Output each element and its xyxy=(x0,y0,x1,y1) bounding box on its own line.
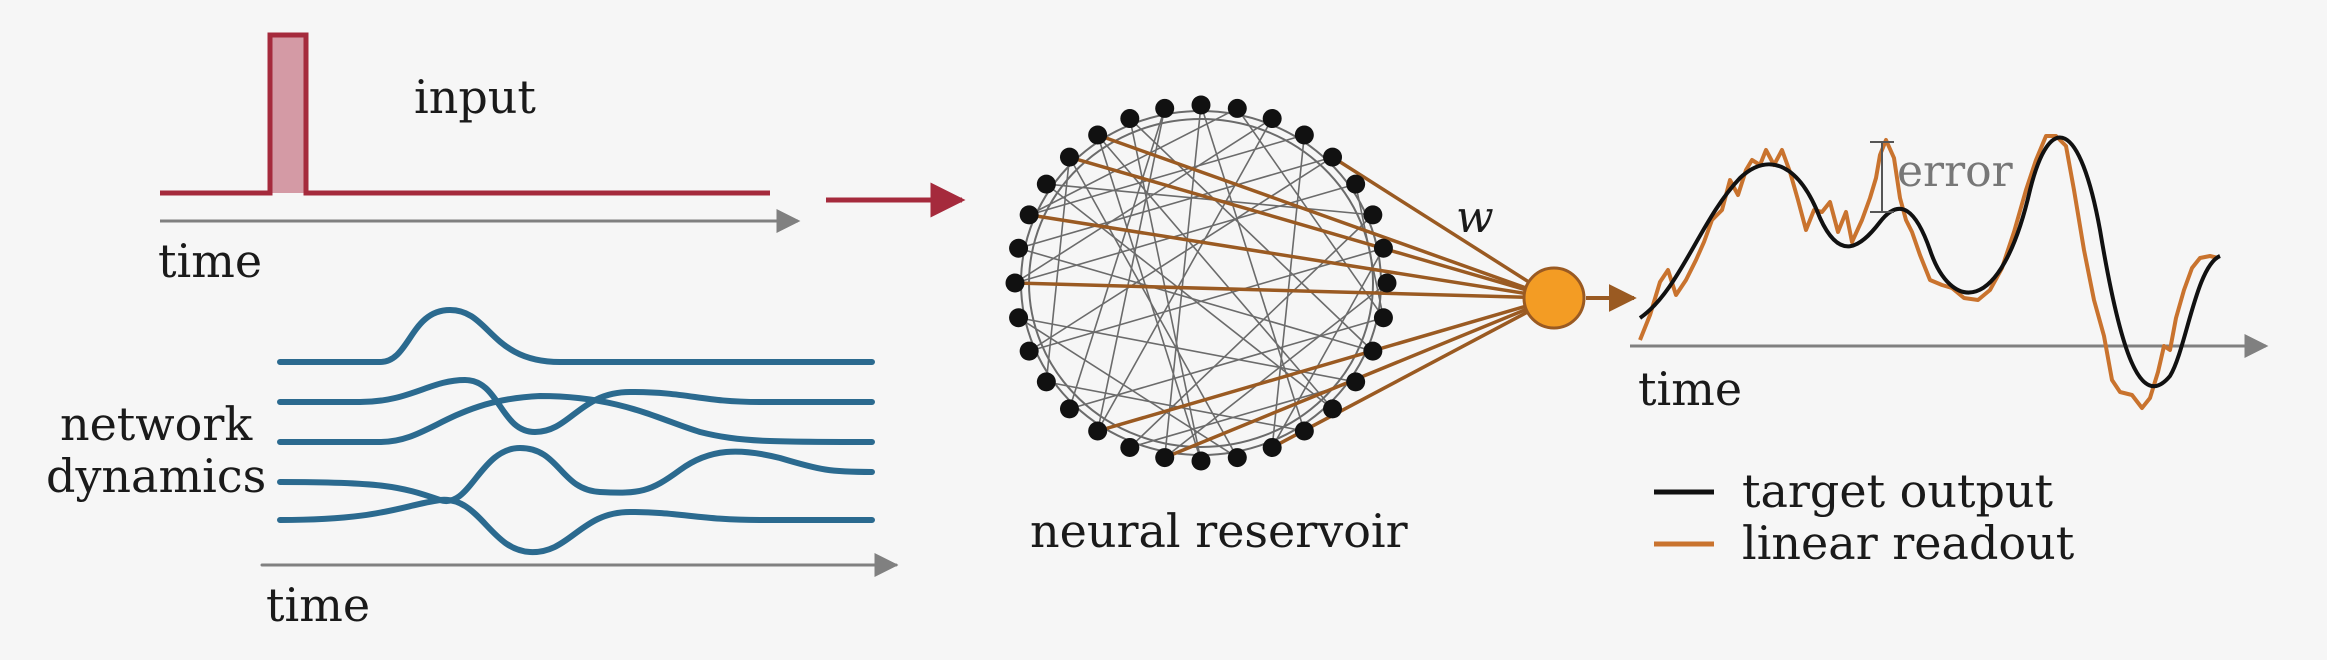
dynamics-trace xyxy=(277,392,875,445)
reservoir-neuron xyxy=(1019,341,1039,361)
neural-reservoir xyxy=(1005,95,1555,471)
dynamics-trace xyxy=(277,496,875,556)
reservoir-neuron xyxy=(1363,341,1383,361)
reservoir-edge xyxy=(1096,108,1166,432)
reservoir-neuron xyxy=(1088,421,1108,441)
reservoir-neuron xyxy=(1059,399,1079,419)
reservoir-neuron xyxy=(1377,273,1397,293)
legend-label-linear-readout: linear readout xyxy=(1742,516,2075,570)
reservoir-neuron xyxy=(1155,448,1175,468)
reservoir-neuron xyxy=(1346,174,1366,194)
reservoir-neuron xyxy=(1120,109,1140,129)
reservoir-neuron xyxy=(1191,95,1211,115)
readout-weight-edges xyxy=(1014,133,1555,460)
readout-edge xyxy=(1068,155,1555,300)
reservoir-neuron xyxy=(1120,437,1140,457)
time-label-top: time xyxy=(158,234,263,288)
reservoir-edge xyxy=(1028,134,1305,216)
dynamics-trace xyxy=(277,444,875,505)
reservoir-edge xyxy=(1018,156,1333,250)
reservoir-neuron xyxy=(1036,372,1056,392)
reservoir-edge xyxy=(1014,117,1273,284)
reservoir-edge xyxy=(1129,117,1374,352)
reservoir-edge xyxy=(1028,247,1384,352)
reservoir-edge xyxy=(1068,108,1166,410)
input-signal-line xyxy=(160,32,770,196)
dynamics-trace xyxy=(277,376,875,436)
time-label-bottom: time xyxy=(266,578,371,632)
reservoir-neurons xyxy=(1005,95,1397,471)
reservoir-neuron xyxy=(1009,308,1029,328)
output-panel xyxy=(1630,134,2269,547)
network-dynamics-panel xyxy=(260,306,899,577)
neural-reservoir-label: neural reservoir xyxy=(1030,504,1408,558)
reservoir-neuron xyxy=(1373,238,1393,258)
reservoir-edge xyxy=(1045,183,1334,410)
time-label-right: time xyxy=(1638,362,1743,416)
reservoir-neuron xyxy=(1227,98,1247,118)
reservoir-neuron xyxy=(1019,205,1039,225)
reservoir-neuron xyxy=(1323,147,1343,167)
reservoir-neuron xyxy=(1363,205,1383,225)
reservoir-edge xyxy=(1271,247,1385,448)
reservoir-neuron xyxy=(1088,125,1108,145)
readout-weight-label: w xyxy=(1456,192,1494,243)
reservoir-neuron xyxy=(1294,421,1314,441)
reservoir-edge xyxy=(1018,317,1238,459)
legend-label-target-output: target output xyxy=(1742,464,2054,518)
reservoir-edge xyxy=(1069,316,1384,410)
readout-edge xyxy=(1014,281,1555,300)
input-label: input xyxy=(414,70,536,124)
reservoir-edge xyxy=(1354,183,1385,318)
input-pulse-fill xyxy=(270,35,306,193)
reservoir-neuron xyxy=(1262,109,1282,129)
output-neuron xyxy=(1522,266,1586,330)
reservoir-neuron xyxy=(1227,448,1247,468)
reservoir-neuron xyxy=(1009,238,1029,258)
readout-edge xyxy=(1028,213,1555,300)
network-dynamics-label: network dynamics xyxy=(46,397,267,503)
reservoir-neuron xyxy=(1323,399,1343,419)
reservoir-edge xyxy=(1014,183,1356,284)
reservoir-neuron xyxy=(1294,125,1314,145)
reservoir-neuron xyxy=(1262,437,1282,457)
reservoir-neuron xyxy=(1373,308,1393,328)
reservoir-neuron xyxy=(1155,98,1175,118)
readout-edge xyxy=(1097,296,1555,433)
error-marker xyxy=(1870,141,1894,213)
target-output-curve xyxy=(1638,135,2222,389)
reservoir-edge xyxy=(1163,104,1202,458)
reservoir-edge xyxy=(1236,107,1385,319)
reservoir-edge xyxy=(1096,118,1273,432)
input-panel xyxy=(160,32,801,233)
reservoir-neuron xyxy=(1191,451,1211,471)
readout-edge xyxy=(1271,296,1555,449)
readout-edge xyxy=(1331,155,1555,300)
reservoir-neuron xyxy=(1005,273,1025,293)
reservoir-neuron xyxy=(1059,147,1079,167)
reservoir-edge xyxy=(1097,134,1334,410)
reservoir-ring-edge xyxy=(1028,118,1374,448)
reservoir-edge xyxy=(1068,156,1238,458)
dynamics-trace xyxy=(277,306,875,365)
error-label: error xyxy=(1897,146,2013,197)
reservoir-neuron xyxy=(1346,372,1366,392)
reservoir-neuron xyxy=(1036,174,1056,194)
reservoir-edge xyxy=(1046,381,1305,432)
reservoir-edge xyxy=(1028,156,1333,352)
readout-edge xyxy=(1097,133,1555,300)
reservoir-edge xyxy=(1164,282,1388,459)
